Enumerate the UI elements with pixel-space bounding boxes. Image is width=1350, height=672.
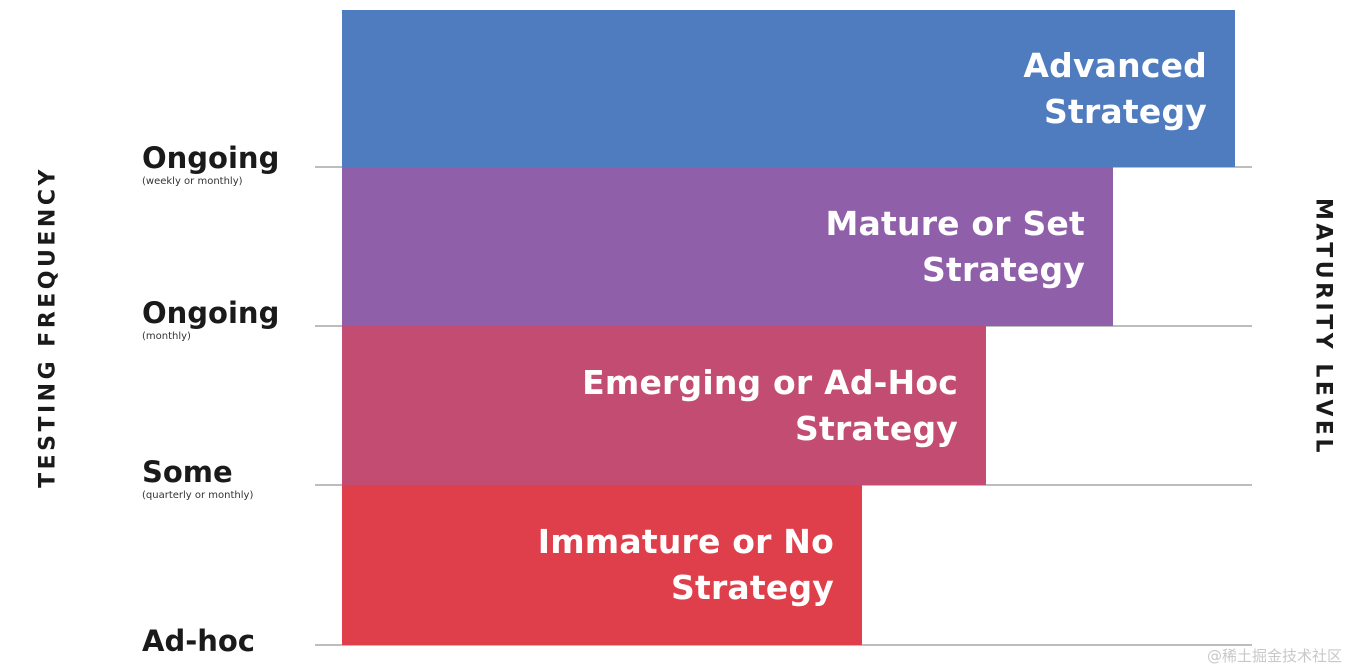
level-label-advanced: Advanced Strategy: [1023, 45, 1207, 131]
axis-title-testing-frequency: TESTING FREQUENCY: [35, 166, 61, 488]
gridline: [315, 644, 1252, 646]
level-label-mature: Mature or Set Strategy: [825, 203, 1085, 289]
level-bar-immature: Immature or No Strategy: [342, 485, 862, 645]
frequency-label: Ongoing: [142, 141, 280, 175]
level-bar-advanced: Advanced Strategy: [342, 10, 1235, 167]
level-label-emerging: Emerging or Ad-Hoc Strategy: [582, 362, 958, 448]
level-label-immature: Immature or No Strategy: [537, 522, 834, 607]
frequency-ongoing-weekly: Ongoing (weekly or monthly): [142, 142, 279, 188]
frequency-sublabel: (weekly or monthly): [142, 176, 243, 187]
frequency-label: Ad-hoc: [142, 624, 255, 658]
level-bar-mature: Mature or Set Strategy: [342, 167, 1113, 326]
frequency-sublabel: (monthly): [142, 331, 191, 342]
axis-title-maturity-level: MATURITY LEVEL: [1310, 198, 1336, 456]
level-bar-emerging: Emerging or Ad-Hoc Strategy: [342, 326, 986, 485]
frequency-sublabel: (quarterly or monthly): [142, 490, 254, 501]
frequency-label: Ongoing: [142, 296, 280, 330]
frequency-ad-hoc: Ad-hoc: [142, 625, 255, 657]
frequency-label: Some: [142, 455, 233, 489]
frequency-ongoing-monthly: Ongoing (monthly): [142, 297, 279, 343]
watermark: @稀土掘金技术社区: [1206, 647, 1342, 665]
frequency-some: Some (quarterly or monthly): [142, 456, 253, 502]
